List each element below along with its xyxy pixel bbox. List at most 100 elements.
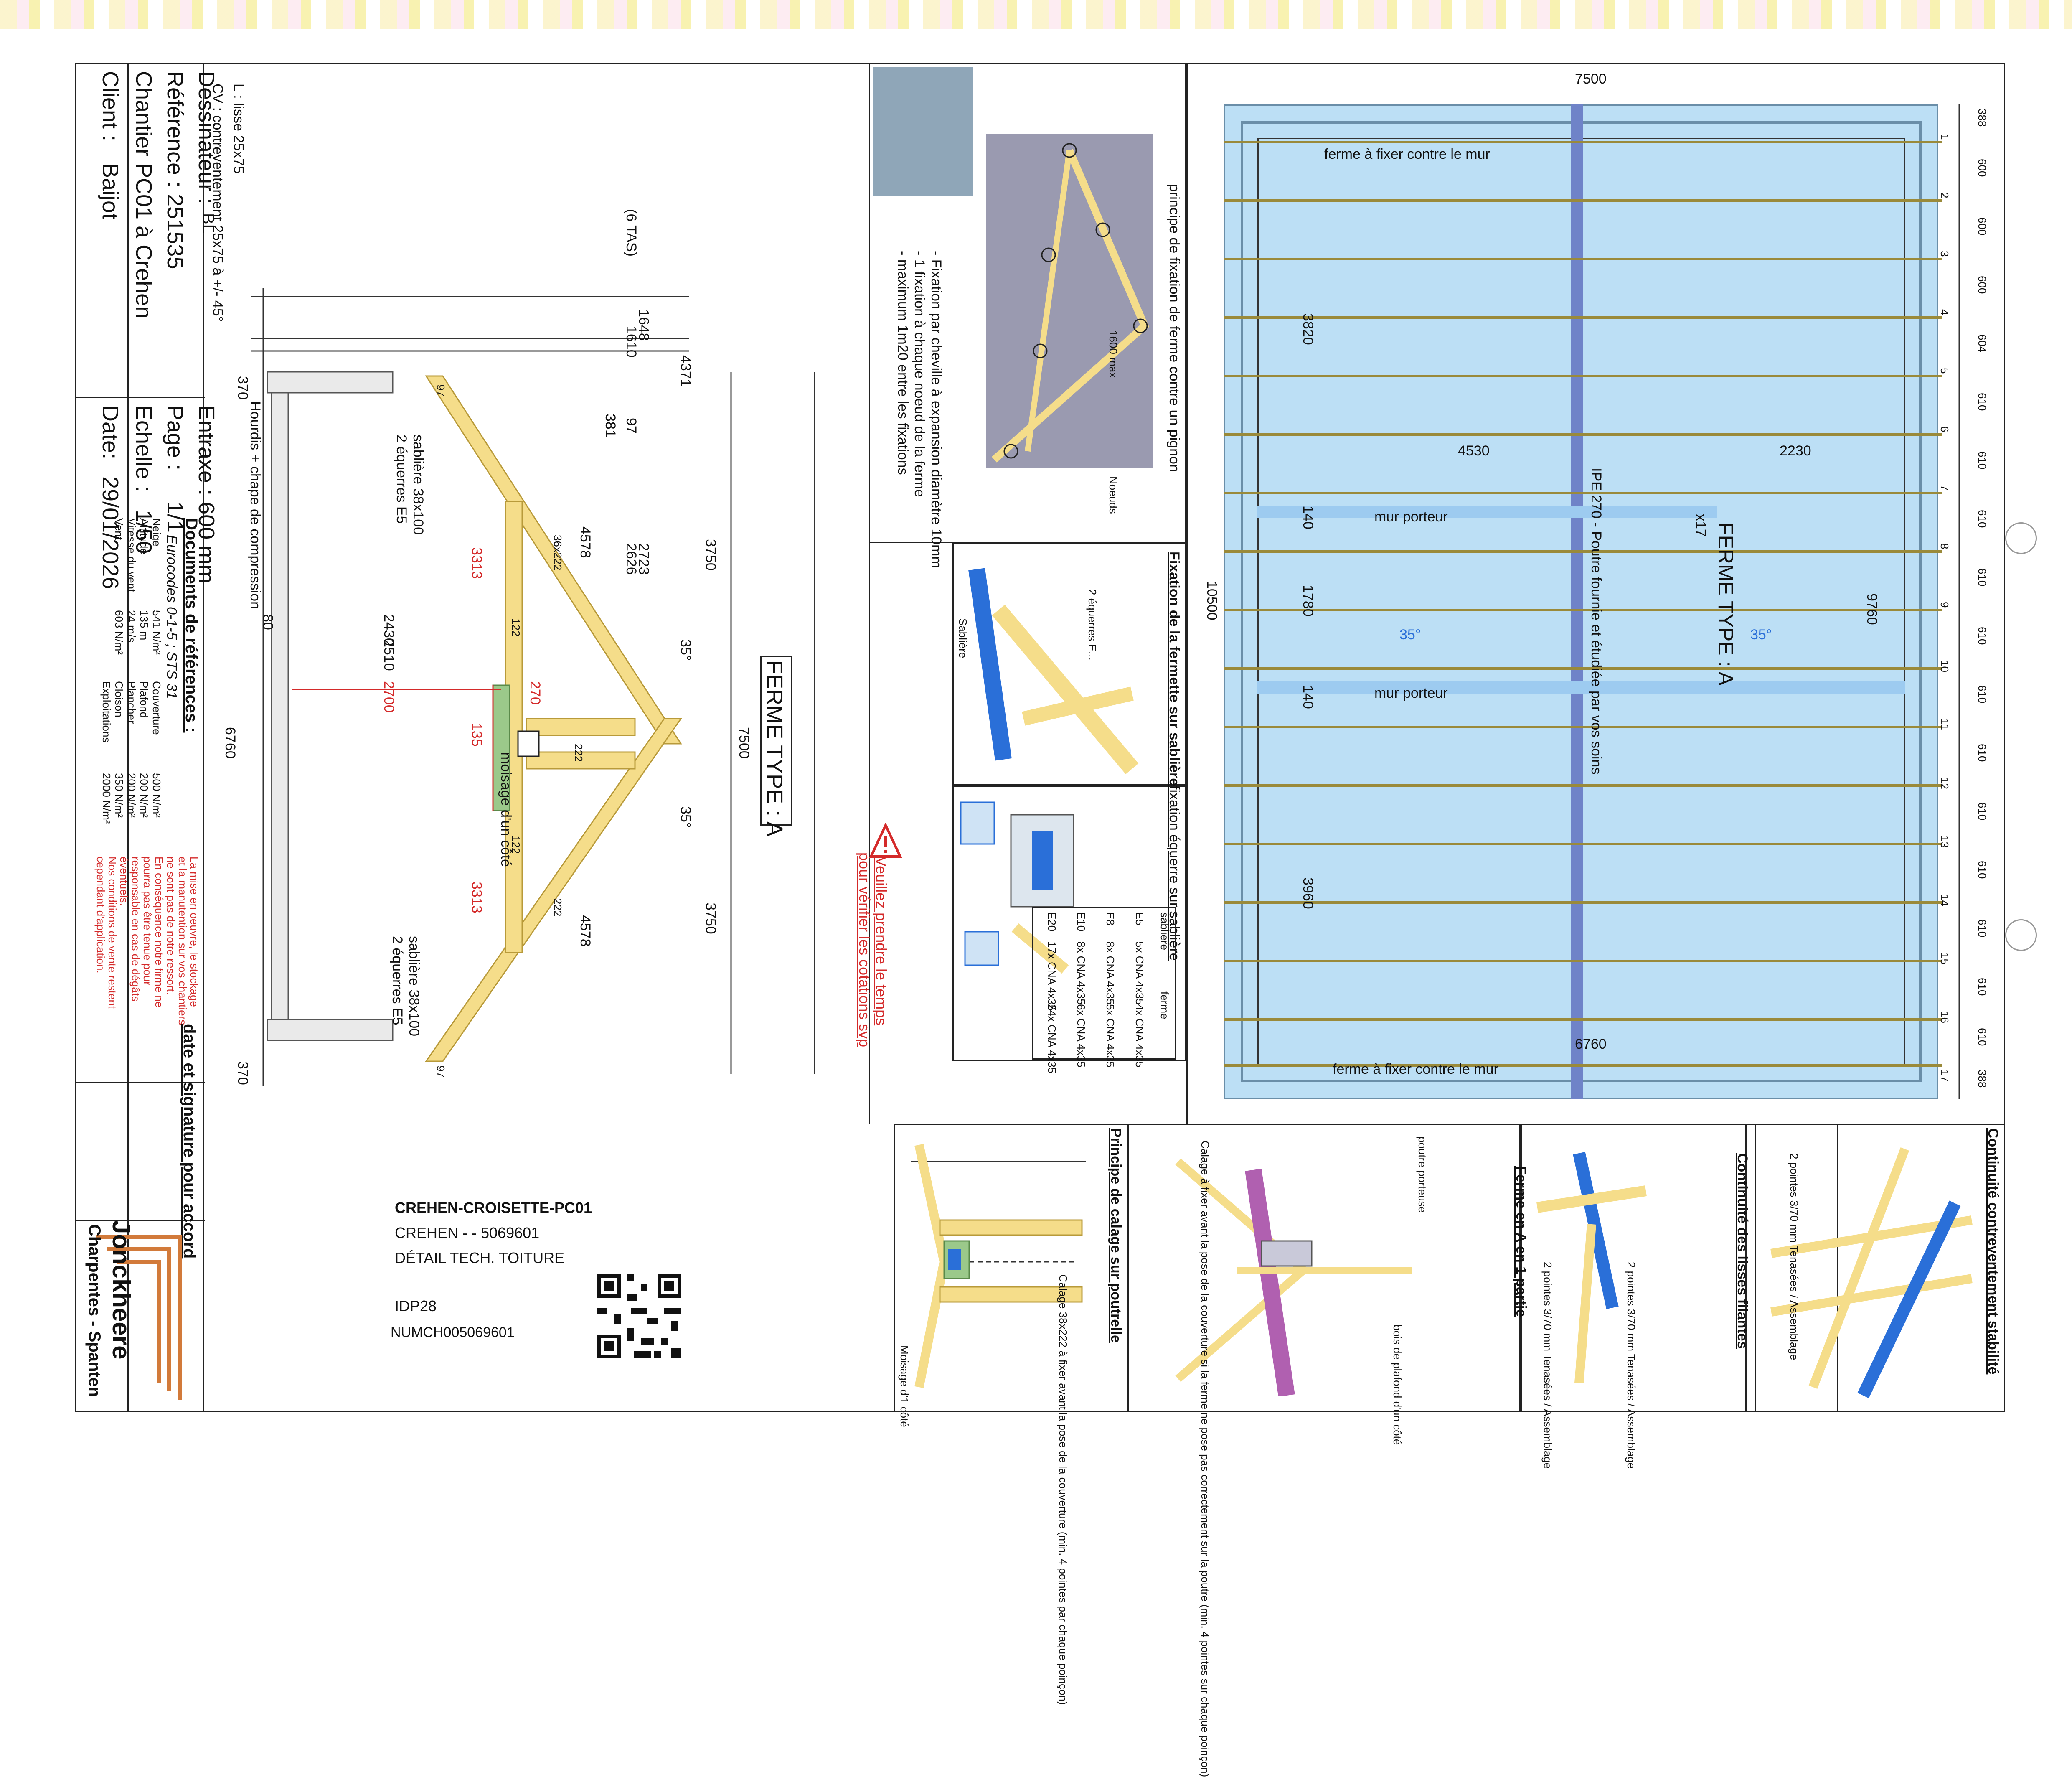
ref-plafond-value: 200 N/m² — [138, 773, 150, 818]
plan-dim-left: 10500 — [1204, 581, 1220, 620]
project-line2: CREHEN - - 5069601 — [395, 1224, 540, 1241]
ref-cloison-label: Cloison — [113, 681, 125, 717]
spacing-label: 600 — [1976, 276, 1988, 294]
plan-dim-9760: 9760 — [1864, 593, 1880, 625]
ferme1-label1: poutre porteuse — [1416, 1136, 1429, 1213]
dim-6760: 6760 — [222, 727, 238, 759]
pignon-photo — [873, 67, 973, 196]
company-logo — [79, 1224, 201, 1408]
truss-number: 8 — [1938, 543, 1951, 549]
dim-3313-top: 3313 — [469, 547, 485, 579]
dim-97: 97 — [623, 418, 639, 434]
plan-mur1: mur porteur — [1374, 509, 1448, 525]
plan-x17: x17 — [1693, 514, 1709, 537]
client-label: Client : — [98, 71, 123, 142]
date-label: Date: — [98, 405, 123, 460]
signature-label: date et signature pour accord — [180, 1024, 198, 1259]
pignon-truss-sketch — [992, 143, 1149, 463]
truss-number: 16 — [1938, 1011, 1951, 1023]
ferme1-note: Calage à fixer avant la pose de la couve… — [1199, 1141, 1211, 1777]
equerre-cell: 8x CNA 4x35 — [1104, 941, 1117, 1005]
ref-plancher-value: 200 N/m² — [125, 773, 138, 818]
plan-trusses — [1224, 104, 1960, 1099]
lisses-label: 2 pointes 3/70 mm Tenasées / Assemblage — [1625, 1262, 1638, 1469]
plan-dim-3960: 3960 — [1300, 877, 1316, 909]
tag-97-top: 97 — [434, 384, 447, 397]
mur-porteur-2 — [1257, 681, 1905, 694]
ref-altitude-value: 135 m — [138, 610, 150, 641]
page-label: Page : — [163, 405, 188, 471]
references-eurocodes: Eurocodes 0-1-5 ; STS 31 — [164, 535, 180, 699]
equerres-top: 2 équerres E5 — [394, 435, 409, 524]
sabliere-label2: Sablière — [957, 618, 969, 658]
tag-122-bottom: 122 — [510, 836, 522, 854]
spacing-label: 610 — [1976, 510, 1988, 528]
ferme-a-label: 2 pointes 3/70 mm Tenasées / Assemblage — [1541, 1262, 1554, 1469]
truss-number: 5 — [1938, 368, 1951, 374]
truss-number: 13 — [1938, 836, 1951, 848]
spacing-label: 610 — [1976, 978, 1988, 996]
dim-270: 270 — [527, 681, 543, 705]
disclaimer-line: ne sont pas de notre ressort. — [165, 857, 177, 995]
fixation-sabliere-panel — [952, 543, 1186, 786]
mur-porteur-1 — [1257, 506, 1717, 518]
dim-80: 80 — [260, 614, 276, 630]
pignon-1600: 1600 max — [1107, 330, 1120, 378]
dim-4578-bottom: 4578 — [577, 915, 593, 947]
equerre-table: sablière ferme E5 5x CNA 4x35 4x CNA 4x3… — [1032, 907, 1176, 1073]
calage-title: Principe de calage sur poutrelle — [1108, 1128, 1124, 1343]
spacing-label: 610 — [1976, 451, 1988, 470]
legend-lisse: L : lisse 25x75 — [231, 84, 246, 174]
spacing-label: 600 — [1976, 217, 1988, 236]
calage-sketch — [911, 1144, 1086, 1388]
ref-neige-label: Neige — [150, 518, 163, 547]
truss-number: 15 — [1938, 953, 1951, 965]
equerre-cell: 17x CNA 4x35 — [1046, 941, 1058, 1011]
lisses-title: Continuité des lisses filantes — [1734, 1153, 1750, 1349]
dim-1610: 1610 — [623, 326, 639, 358]
angle-bottom: 35° — [678, 806, 693, 828]
plan-dim-6760: 6760 — [1575, 1036, 1607, 1052]
equerre-head-ferme: ferme — [1158, 991, 1171, 1019]
spacing-label: 610 — [1976, 568, 1988, 587]
truss-elevation — [251, 288, 815, 1086]
rafter-top — [425, 375, 682, 745]
equerre-cell: E8 — [1104, 912, 1117, 925]
plan-view — [1224, 104, 1938, 1099]
ref-plafond-label: Plafond — [138, 681, 150, 718]
dim-2626: 2626 — [623, 543, 639, 575]
truss-title: FERME TYPE : A — [762, 660, 787, 837]
project-box: CREHEN-CROISETTE-PC01 CREHEN - - 5069601… — [376, 1187, 877, 1362]
ref-plancher-label: Plancher — [125, 681, 138, 724]
ferme-a-title: Ferme en A en 1 partie — [1513, 1166, 1529, 1317]
ipe-beam — [1571, 104, 1583, 1099]
equerre-cell: 24x CNA 4x35 — [1046, 1004, 1058, 1074]
contrevent-label: 2 pointes 3/70 mm Tenasées / Assemblage — [1788, 1153, 1800, 1360]
references-block: Documents de références : Eurocodes 0-1-… — [75, 514, 205, 1082]
dim-135: 135 — [469, 723, 485, 747]
equerre-cell: E5 — [1133, 912, 1146, 925]
equerre-head-sabliere: sablière — [1158, 912, 1171, 951]
plan-dim-1780: 1780 — [1300, 585, 1316, 617]
company-logo-graphic — [96, 1235, 182, 1400]
chantier-label: Chantier : — [131, 71, 156, 169]
truss-number: 1 — [1938, 134, 1951, 140]
ferme1-sketch — [1175, 1158, 1412, 1396]
plan-angle-b: 35° — [1750, 627, 1772, 643]
ferme-a-sketch — [1536, 1152, 1647, 1383]
project-line3: DÉTAIL TECH. TOITURE — [395, 1249, 565, 1266]
disclaimer-line: et la manutention sur vos chantiers — [176, 857, 189, 1025]
equerre-cell: 4x CNA 4x35 — [1133, 1004, 1146, 1068]
project-line5: NUMCH005069601 — [391, 1324, 515, 1340]
dim-2510: 2510 — [381, 639, 397, 671]
calage-moisage: Moisage d'1 côté — [898, 1345, 911, 1427]
tag-122-top: 122 — [510, 618, 522, 637]
dim-381: 381 — [602, 414, 618, 437]
disclaimer-line: Nos conditions de vente restent — [106, 857, 119, 1009]
scan-top-band — [0, 0, 2072, 29]
sabliere-label1: 2 équerres E... — [1086, 589, 1099, 661]
project-line4: IDP28 — [395, 1297, 437, 1314]
rafter-bottom — [425, 718, 682, 1062]
dim-370-bottom: 370 — [235, 1061, 251, 1085]
company-name: Jonckheere — [107, 1220, 135, 1360]
